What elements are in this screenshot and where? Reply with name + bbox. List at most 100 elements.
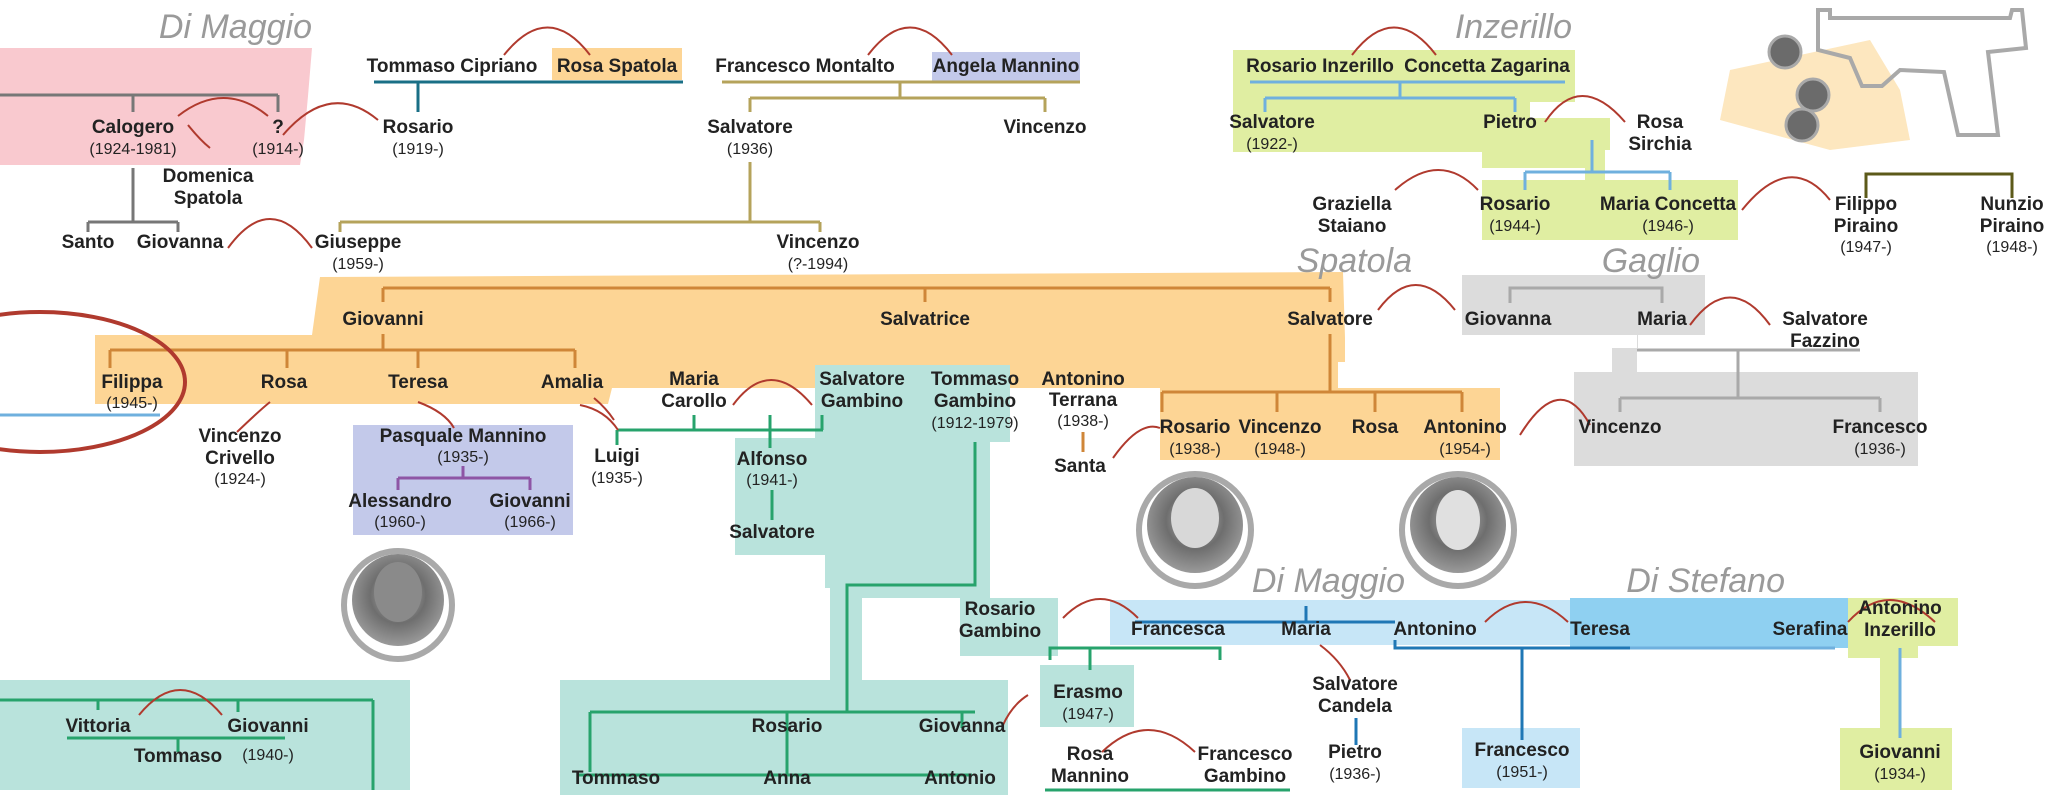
band-di-stefano [1570, 598, 1880, 648]
person-name: Pietro [1483, 112, 1537, 133]
person-name: Salvatore [729, 522, 815, 543]
person-name: Giovanni [1859, 742, 1940, 763]
person-name: Maria Concetta [1600, 194, 1737, 215]
person-years: (1936-) [1329, 766, 1381, 783]
family-inzerillo: Inzerillo [1455, 8, 1572, 46]
person-years: (1959-) [332, 256, 384, 273]
person-name: Salvatore [1287, 309, 1373, 330]
person-years: (1948-) [1254, 441, 1306, 458]
person-years: (1946-) [1642, 218, 1694, 235]
person-name: Rosario [1160, 417, 1231, 438]
person-name: Rosa [1352, 417, 1399, 438]
highlight-angela-mannino [932, 52, 1080, 82]
family-spatola: Spatola [1297, 242, 1412, 280]
person-name: Inzerillo [1864, 620, 1936, 641]
person-years: (1951-) [1496, 764, 1548, 781]
pistol-icon [1816, 8, 2029, 137]
person-name: Francesco [1474, 740, 1569, 761]
person-years: (1924-) [214, 471, 266, 488]
person-name: Santa [1054, 456, 1106, 477]
person-years: (1948-) [1986, 239, 2038, 256]
person-years: (1941-) [746, 472, 798, 489]
family-gaglio: Gaglio [1602, 242, 1700, 280]
person-name: Salvatore [1229, 112, 1315, 133]
person-name: Giovanna [137, 232, 224, 253]
family-names: Di Maggio Inzerillo Spatola Gaglio Di Ma… [159, 8, 1785, 600]
pistol-graphic [1720, 8, 2029, 150]
person-name: Tommaso Cipriano [367, 56, 538, 77]
person-years: (1945-) [106, 395, 158, 412]
person-name: Gambino [934, 391, 1016, 412]
person-years: (1936) [727, 141, 773, 158]
band-spatola-stem [1318, 330, 1338, 395]
person-name: Pasquale Mannino [380, 426, 547, 447]
band-di-stefano-stem [1880, 640, 1900, 740]
bullet-icon [1767, 34, 1803, 70]
person-name: Serafina [1773, 619, 1848, 640]
person-name: Carollo [661, 391, 726, 412]
person-name: Calogero [92, 117, 174, 138]
person-name: Tommaso [931, 369, 1019, 390]
person-name: Teresa [1570, 619, 1630, 640]
person-years: (1940-) [242, 747, 294, 764]
person-name: Domenica [163, 166, 254, 187]
person-name: Concetta Zagarina [1404, 56, 1570, 77]
person-years: (1954-) [1439, 441, 1491, 458]
person-name: Teresa [388, 372, 448, 393]
person-name: Vincenzo [1238, 417, 1321, 438]
person-name: Francesco Montalto [715, 56, 894, 77]
person-name: Rosario [752, 716, 823, 737]
person-name: Rosario [1480, 194, 1551, 215]
person-years: (1912-1979) [931, 415, 1018, 432]
person-years: (1924-1981) [89, 141, 176, 158]
person-name: Antonino [1393, 619, 1476, 640]
person-name: Francesco [1197, 744, 1292, 765]
people: Calogero (1924-1981) ? (1914-) Domenica … [62, 56, 2045, 789]
portrait-photo [1136, 471, 1254, 589]
person-name: Piraino [1834, 216, 1898, 237]
band-gambino-top [735, 365, 1010, 588]
person-name: Francesco [1832, 417, 1927, 438]
person-name: Sirchia [1628, 134, 1692, 155]
person-years: (1947-) [1062, 706, 1114, 723]
band-inzerillo-stem [1585, 118, 1605, 188]
person-years: (1922-) [1246, 136, 1298, 153]
person-name: Maria [1281, 619, 1331, 640]
person-name: Giovanni [227, 716, 308, 737]
person-name: Terrana [1049, 390, 1118, 411]
person-name: Vincenzo [1578, 417, 1661, 438]
person-name: Angela Mannino [933, 56, 1080, 77]
person-name: Alfonso [737, 449, 808, 470]
person-name: Rosa [261, 372, 308, 393]
band-erasmo [1040, 665, 1134, 727]
person-years: (1938-) [1057, 413, 1109, 430]
person-name: Antonino [1858, 598, 1941, 619]
person-years: (1914-) [252, 141, 304, 158]
band-spatola-children [1160, 388, 1500, 460]
person-name: Tommaso [134, 746, 222, 767]
person-years: (1966-) [504, 514, 556, 531]
connector-lines [0, 80, 2014, 792]
portrait-photo [1399, 471, 1517, 589]
bullet-icon [1784, 107, 1820, 143]
person-years: (1938-) [1169, 441, 1221, 458]
person-name: Gambino [959, 621, 1041, 642]
person-name: Pietro [1328, 742, 1382, 763]
person-years: (?-1994) [788, 256, 848, 273]
person-name: Santo [62, 232, 115, 253]
person-years: (1936-) [1854, 441, 1906, 458]
person-name: Candela [1318, 696, 1392, 717]
person-name: Maria [669, 369, 719, 390]
person-name: ? [272, 117, 284, 138]
person-name: Staiano [1318, 216, 1387, 237]
person-name: Antonino [1423, 417, 1506, 438]
person-name: Piraino [1980, 216, 2044, 237]
person-name: Salvatore [1312, 674, 1398, 695]
highlight-rosa-spatola [552, 48, 682, 80]
person-name: Erasmo [1053, 682, 1123, 703]
person-name: Rosario Inzerillo [1246, 56, 1394, 77]
person-name: Rosa [1067, 744, 1114, 765]
person-years: (1960-) [374, 514, 426, 531]
person-name: Rosa [1637, 112, 1684, 133]
person-name: Anna [763, 768, 811, 789]
